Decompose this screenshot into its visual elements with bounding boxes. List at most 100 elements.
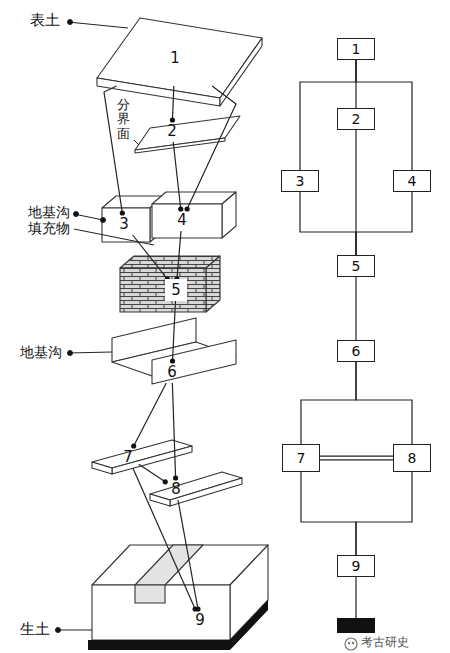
callout-number: 8 bbox=[171, 480, 181, 498]
leader-dot bbox=[68, 20, 73, 25]
connector-dot bbox=[185, 206, 190, 211]
natural-soil-mark bbox=[337, 618, 375, 633]
connector-line bbox=[187, 86, 236, 209]
connector-line bbox=[300, 192, 356, 255]
matrix-unit-box: 4 bbox=[393, 170, 431, 192]
foundation-trench bbox=[152, 340, 236, 384]
stratigraphic-link bbox=[356, 472, 412, 555]
stratigraphic-link bbox=[173, 142, 183, 212]
topsoil-slab-side bbox=[220, 38, 262, 106]
fill-block bbox=[102, 208, 150, 242]
layer-callout: 8 bbox=[165, 478, 187, 500]
connector-dot bbox=[120, 210, 125, 215]
matrix-line bbox=[355, 577, 356, 618]
connector-line bbox=[173, 142, 181, 209]
connector-line bbox=[133, 468, 195, 609]
stratigraphic-link bbox=[301, 472, 356, 555]
watermark-icon bbox=[352, 642, 354, 644]
watermark-icon bbox=[345, 638, 357, 650]
connector-dot bbox=[170, 358, 175, 363]
connector-line bbox=[172, 86, 173, 120]
connector-dot bbox=[131, 443, 136, 448]
leader-line bbox=[134, 140, 139, 145]
bedrock-layer bbox=[88, 600, 268, 650]
unit-number: 5 bbox=[352, 258, 361, 275]
watermark: 考古研史 bbox=[361, 636, 409, 650]
stratigraphic-link bbox=[301, 362, 356, 444]
matrix-unit-box: 1 bbox=[337, 38, 375, 60]
layer-callout: 5 bbox=[165, 279, 187, 301]
layer-callout: 4 bbox=[171, 209, 193, 231]
connector-dot bbox=[195, 606, 200, 611]
matrix-unit-box: 8 bbox=[393, 444, 431, 472]
leader-dot bbox=[68, 351, 73, 356]
matrix-unit-box: 7 bbox=[282, 444, 320, 472]
layer-label: 分界面 bbox=[117, 98, 130, 141]
interface-strip-side bbox=[135, 138, 225, 153]
brick-wall bbox=[120, 268, 206, 312]
layer-callout: 9 bbox=[189, 609, 211, 631]
connector-line bbox=[173, 301, 176, 361]
connector-line bbox=[177, 231, 181, 279]
stratigraphic-link bbox=[174, 231, 181, 282]
connector-dot bbox=[173, 475, 178, 480]
connector-line bbox=[356, 362, 412, 444]
layer-callout: 1 bbox=[110, 30, 240, 86]
unit-number: 1 bbox=[352, 41, 361, 58]
leader-line bbox=[68, 22, 128, 28]
callout-number: 1 bbox=[170, 49, 180, 67]
connector-line bbox=[172, 383, 175, 478]
matrix-unit-box: 6 bbox=[337, 340, 375, 362]
brick-wall bbox=[120, 256, 220, 268]
stratigraphic-link bbox=[356, 192, 412, 255]
unit-number: 6 bbox=[352, 343, 361, 360]
unit-number: 4 bbox=[408, 173, 417, 190]
matrix-unit-box: 2 bbox=[337, 108, 375, 130]
leader-dot bbox=[56, 628, 61, 633]
stratigraphic-link bbox=[178, 500, 201, 612]
stratigraphic-link bbox=[170, 86, 175, 123]
leader-line bbox=[74, 229, 154, 245]
unit-number: 7 bbox=[297, 450, 306, 467]
unit-number: 2 bbox=[352, 111, 361, 128]
stratigraphic-link bbox=[356, 277, 357, 340]
stratigraphic-link bbox=[170, 301, 176, 364]
cut-channel bbox=[135, 585, 165, 603]
connector-line bbox=[355, 277, 356, 340]
stratigraphic-link bbox=[356, 362, 412, 444]
stratigraphic-link bbox=[300, 192, 356, 255]
watermark-icon bbox=[348, 642, 350, 644]
layer-board bbox=[170, 478, 242, 506]
topsoil-slab-side bbox=[97, 78, 220, 106]
callout-number: 7 bbox=[123, 448, 133, 466]
connector-line bbox=[139, 464, 165, 482]
stratigraphic-link bbox=[320, 458, 393, 459]
layer-label: 表土 bbox=[30, 12, 60, 29]
unit-number: 9 bbox=[352, 558, 361, 575]
leader-dot bbox=[101, 218, 106, 223]
layer-callout: 2 bbox=[161, 120, 183, 142]
callout-number: 5 bbox=[171, 281, 181, 299]
stratigraphic-link bbox=[172, 383, 178, 481]
connector-line bbox=[356, 192, 412, 255]
layer-callout: 6 bbox=[161, 361, 183, 383]
connector-line bbox=[301, 362, 356, 444]
layer-board bbox=[112, 446, 192, 474]
layer-callout: 7 bbox=[117, 446, 139, 468]
leader-dot bbox=[74, 212, 79, 217]
fill-block bbox=[222, 192, 236, 238]
connector-dot bbox=[170, 117, 175, 122]
fill-block bbox=[152, 204, 222, 238]
equivalence-line-gap bbox=[320, 457, 393, 459]
connector-line bbox=[178, 500, 198, 609]
connector-line bbox=[301, 472, 356, 555]
callout-number: 4 bbox=[177, 211, 187, 229]
connector-dot bbox=[178, 206, 183, 211]
layer-board bbox=[92, 462, 112, 474]
connector-dot bbox=[163, 479, 168, 484]
leader-line bbox=[56, 630, 92, 631]
layer-label: 生土 bbox=[20, 621, 50, 638]
stratigraphic-link bbox=[133, 468, 198, 612]
callout-number: 6 bbox=[167, 363, 177, 381]
